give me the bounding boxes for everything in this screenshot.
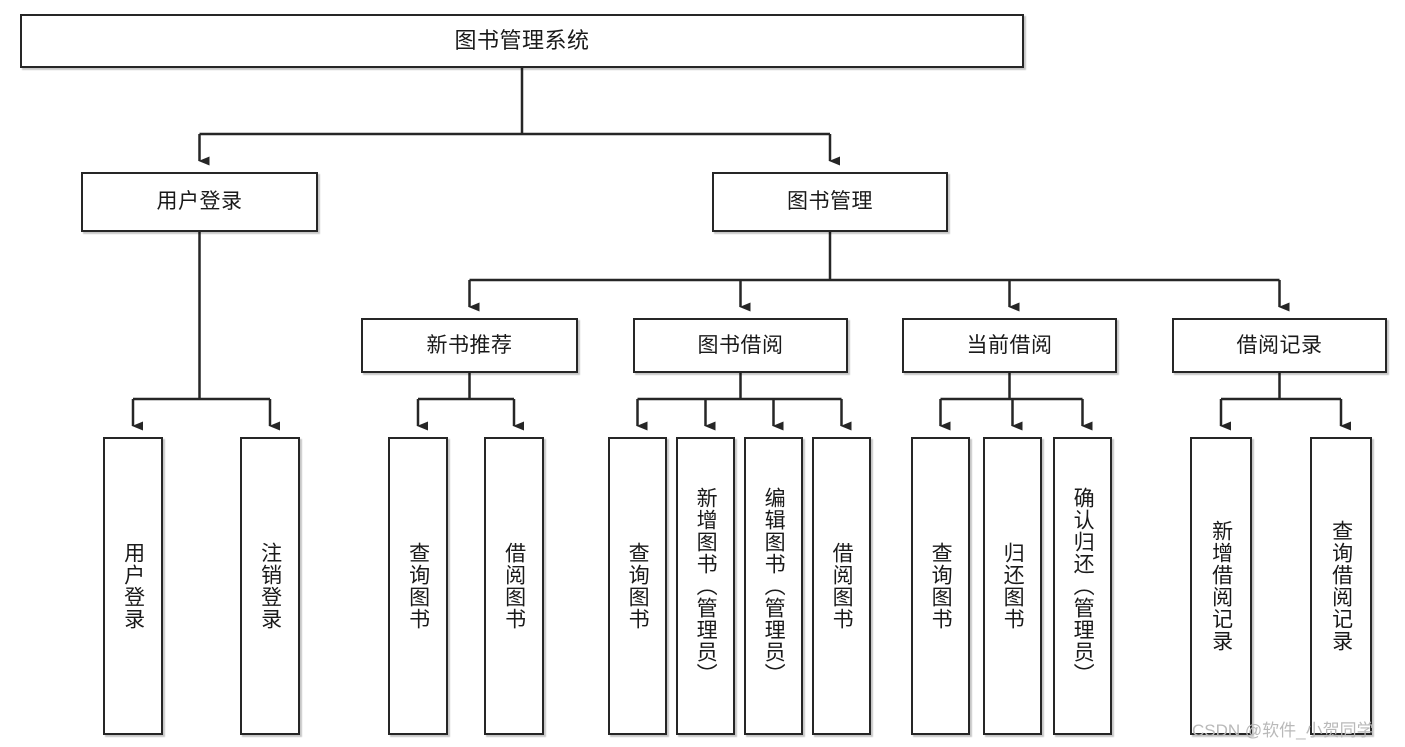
node-new-book-rec[interactable]: 新书推荐 <box>361 318 578 373</box>
node-leaf-query-book-2[interactable]: 查询图书 <box>608 437 667 735</box>
node-leaf-borrow-book-1[interactable]: 借阅图书 <box>484 437 544 735</box>
node-label: 查询图书 <box>626 542 650 630</box>
csdn-watermark: CSDN @软件_小贺同学 <box>1192 721 1374 740</box>
node-leaf-query-record[interactable]: 查询借阅记录 <box>1310 437 1372 735</box>
node-label: 编辑图书（管理员） <box>762 487 786 685</box>
node-label: 新书推荐 <box>426 333 513 357</box>
node-label: 图书管理 <box>787 190 873 214</box>
node-leaf-add-record[interactable]: 新增借阅记录 <box>1190 437 1252 735</box>
node-book-borrow[interactable]: 图书借阅 <box>633 318 848 373</box>
node-label: 注销登录 <box>258 542 282 630</box>
node-leaf-borrow-book-2[interactable]: 借阅图书 <box>812 437 871 735</box>
node-label: 新增图书（管理员） <box>694 487 718 685</box>
node-leaf-add-book[interactable]: 新增图书（管理员） <box>676 437 735 735</box>
node-borrow-record[interactable]: 借阅记录 <box>1172 318 1387 373</box>
node-label: 查询图书 <box>406 542 430 630</box>
node-label: 当前借阅 <box>966 333 1053 357</box>
node-leaf-edit-book[interactable]: 编辑图书（管理员） <box>744 437 803 735</box>
node-leaf-user-login[interactable]: 用户登录 <box>103 437 163 735</box>
node-book-manage[interactable]: 图书管理 <box>712 172 948 232</box>
node-leaf-confirm-return[interactable]: 确认归还（管理员） <box>1053 437 1112 735</box>
node-leaf-query-book-3[interactable]: 查询图书 <box>911 437 970 735</box>
node-label: 查询借阅记录 <box>1329 520 1353 652</box>
node-label: 查询图书 <box>929 542 953 630</box>
node-leaf-return-book[interactable]: 归还图书 <box>983 437 1042 735</box>
node-label: 用户登录 <box>121 542 145 630</box>
node-label: 新增借阅记录 <box>1209 520 1233 652</box>
node-label: 用户登录 <box>156 190 243 214</box>
node-user-login[interactable]: 用户登录 <box>81 172 318 232</box>
node-root[interactable]: 图书管理系统 <box>20 14 1024 68</box>
node-label: 图书借阅 <box>697 333 784 357</box>
node-label: 确认归还（管理员） <box>1071 487 1095 685</box>
node-leaf-query-book-1[interactable]: 查询图书 <box>388 437 448 735</box>
node-label: 借阅图书 <box>502 542 526 630</box>
node-label: 图书管理系统 <box>454 28 590 54</box>
node-label: 借阅图书 <box>830 542 854 630</box>
node-leaf-user-logout[interactable]: 注销登录 <box>240 437 300 735</box>
node-label: 借阅记录 <box>1236 333 1323 357</box>
node-label: 归还图书 <box>1001 542 1025 630</box>
node-current-borrow[interactable]: 当前借阅 <box>902 318 1117 373</box>
